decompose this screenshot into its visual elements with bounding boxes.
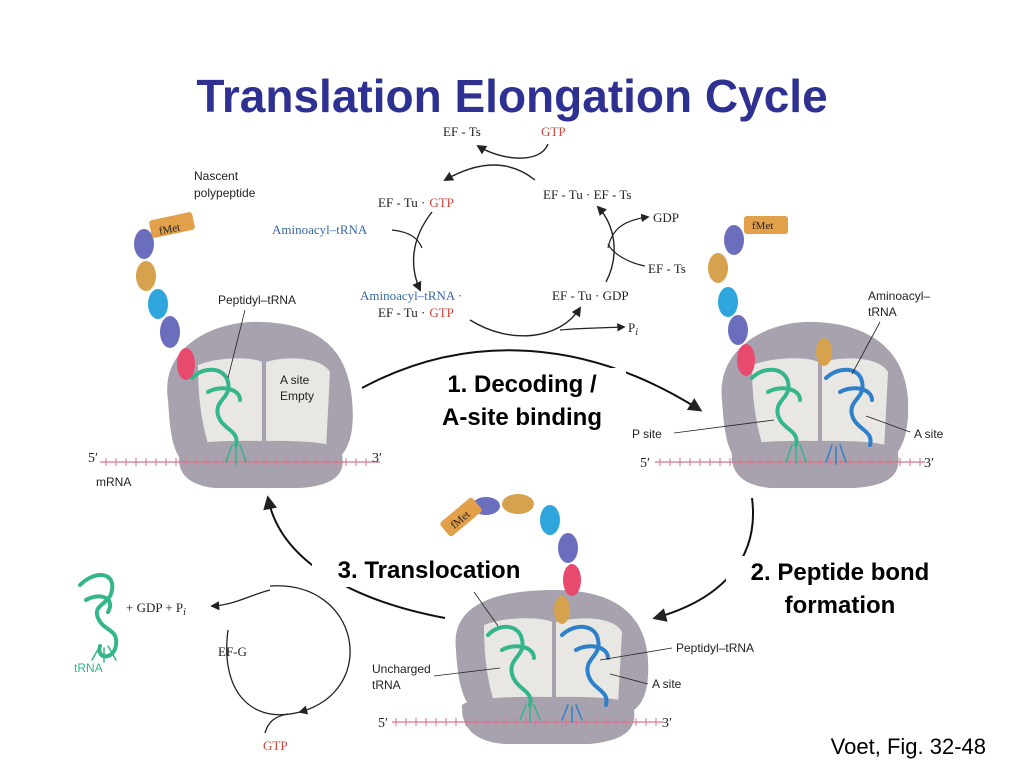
- ef-tu-cycle: EF - Ts GTP EF - Tu · EF - Ts GDP EF - T…: [272, 124, 686, 338]
- step-peptide-line1: 2. Peptide bond: [750, 559, 930, 586]
- polypeptide-label: polypeptide: [194, 186, 256, 200]
- mrna-right-ticks: [659, 458, 921, 466]
- ribosome-left: fMet Nascent polypeptide Peptidyl–tRNA A…: [88, 169, 382, 489]
- pi-label: Pi: [628, 320, 638, 338]
- ribosome-right-aminoacyl-trna-icon: [824, 367, 874, 465]
- ef-cycle-arrow-top: [476, 143, 549, 159]
- ribosome-right-aminoacyl-line2: tRNA: [868, 305, 897, 319]
- ribosome-bottom-3prime: 3′: [662, 716, 672, 731]
- ef-ts-label: EF - Ts: [443, 124, 481, 139]
- ribosome-right-aminoacyl-line1: Aminoacyl–: [868, 289, 930, 303]
- ef-cycle-pi-out: [559, 323, 626, 332]
- ef-g-out-arrow: [210, 589, 271, 611]
- ribosome-left-peptidyl-trna-icon: [190, 367, 247, 465]
- ribosome-right-5prime: 5′: [640, 456, 650, 471]
- ribosome-right-psite: [752, 358, 818, 450]
- slide-title: Translation Elongation Cycle: [196, 70, 828, 122]
- ef-tu-gtp-label: EF - Tu ·GTP: [378, 195, 454, 210]
- ribosome-left-psite: [198, 358, 262, 450]
- ribosome-left-3prime: 3′: [372, 451, 382, 466]
- ribosome-left-asite: [266, 358, 330, 450]
- ternary-complex-line1: Aminoacyl–tRNA ·: [360, 288, 462, 303]
- ef-cycle-gdp-out: [607, 213, 650, 249]
- translocation-pointer: [473, 591, 499, 627]
- step-decoding-label: 1. Decoding / A-site binding: [418, 368, 626, 434]
- mrna-bottom-ticks: [395, 718, 657, 726]
- step-peptide-bond-label: 2. Peptide bond formation: [726, 556, 954, 622]
- ribosome-left-empty-label: Empty: [280, 389, 314, 403]
- ef-g-gtp-label: GTP: [263, 738, 288, 753]
- step-translocation-label: 3. Translocation: [312, 554, 546, 587]
- ribosome-right-psite-pointer: [673, 419, 775, 434]
- ef-cycle-aminoacyl-in: [391, 229, 423, 249]
- aminoacyl-trna-label: Aminoacyl–tRNA: [272, 222, 368, 237]
- ribosome-right-aminoacyl-pointer: [851, 321, 881, 375]
- trna-label: tRNA: [74, 661, 103, 675]
- ribosome-right-small-subunit: [731, 440, 899, 488]
- ribosome-bottom-peptidyl-pointer: [599, 647, 673, 661]
- gtp-top-label: GTP: [541, 124, 566, 139]
- ribosome-right-asite-label: A site: [914, 427, 944, 441]
- ef-g-label: EF-G: [218, 644, 247, 659]
- ribosome-right-asite-pointer: [865, 415, 911, 433]
- nascent-label: Nascent: [194, 169, 239, 183]
- ribosome-right-peptidyl-trna-icon: [750, 367, 807, 465]
- step-peptide-line2: formation: [784, 592, 896, 619]
- ternary-complex-line2: EF - Tu ·GTP: [378, 305, 454, 320]
- released-trna-icon: [78, 573, 119, 663]
- figure-citation: Voet, Fig. 32-48: [830, 734, 986, 759]
- ef-cycle-arrow-right: [596, 205, 615, 283]
- step-decoding-line2: A-site binding: [442, 404, 602, 431]
- ef-g-cycle: + GDP + Pi EF-G GTP tRNA: [74, 573, 351, 753]
- ribosome-right-fmet: fMet: [752, 220, 773, 232]
- ribosome-right-aminoacid: [816, 338, 832, 366]
- ribosome-bottom-asite-pointer: [609, 673, 649, 685]
- ribosome-bottom: fMet Peptidyl–tRNA Uncharged tRNA A site…: [372, 494, 754, 744]
- ribosome-bottom-uncharged-line2: tRNA: [372, 678, 401, 692]
- ribosome-bottom-small-subunit: [461, 696, 635, 744]
- ef-cycle-efts-in: [607, 243, 646, 267]
- ef-ts-in-label: EF - Ts: [648, 261, 686, 276]
- ribosome-bottom-uncharged-line1: Uncharged: [372, 662, 431, 676]
- ef-tu-ef-ts-label: EF - Tu · EF - Ts: [543, 187, 631, 202]
- ribosome-right-3prime: 3′: [924, 456, 934, 471]
- ribosome-bottom-peptidyl-trna-icon: [560, 624, 610, 723]
- ribosome-bottom-asite-label: A site: [652, 677, 682, 691]
- ef-g-products-label: + GDP + Pi: [126, 600, 186, 618]
- arrow-decoding: [361, 349, 703, 412]
- ef-cycle-arrow-left: [412, 211, 433, 292]
- ribosome-bottom-uncharged-trna-icon: [486, 624, 541, 723]
- ribosome-left-polypeptide: [134, 212, 195, 380]
- ribosome-left-asite-label: A site: [280, 373, 310, 387]
- ribosome-left-small-subunit: [179, 440, 343, 488]
- mrna-label: mRNA: [96, 475, 131, 489]
- ribosome-left-peptidyl-pointer: [227, 309, 246, 379]
- ribosome-right-polypeptide: [708, 216, 788, 376]
- ef-tu-gdp-label: EF - Tu · GDP: [552, 288, 629, 303]
- ribosome-bottom-uncharged-pointer: [433, 667, 501, 677]
- ef-cycle-arrow-bottom: [469, 306, 582, 337]
- ribosome-left-fmet: fMet: [158, 222, 181, 238]
- ribosome-bottom-psite: [484, 618, 552, 705]
- ribosome-bottom-polypeptide: [440, 494, 581, 624]
- step-translocation-text: 3. Translocation: [337, 557, 521, 584]
- ribosome-right-psite-label: P site: [632, 427, 662, 441]
- ef-cycle-arrow-upper-left: [443, 164, 536, 181]
- ribosome-bottom-5prime: 5′: [378, 716, 388, 731]
- ribosome-bottom-peptidyl-label: Peptidyl–tRNA: [676, 641, 754, 655]
- ef-g-circle-left: [226, 629, 301, 716]
- ribosome-right: fMet Aminoacyl– tRNA P site A site 5′ 3′: [632, 216, 944, 488]
- ribosome-left-peptidyl-label: Peptidyl–tRNA: [218, 293, 296, 307]
- gdp-label: GDP: [653, 210, 679, 225]
- ribosome-left-5prime: 5′: [88, 451, 98, 466]
- step-decoding-line1: 1. Decoding /: [447, 371, 597, 398]
- ef-g-in-arrow: [264, 713, 289, 734]
- ef-g-circle-right: [269, 585, 351, 715]
